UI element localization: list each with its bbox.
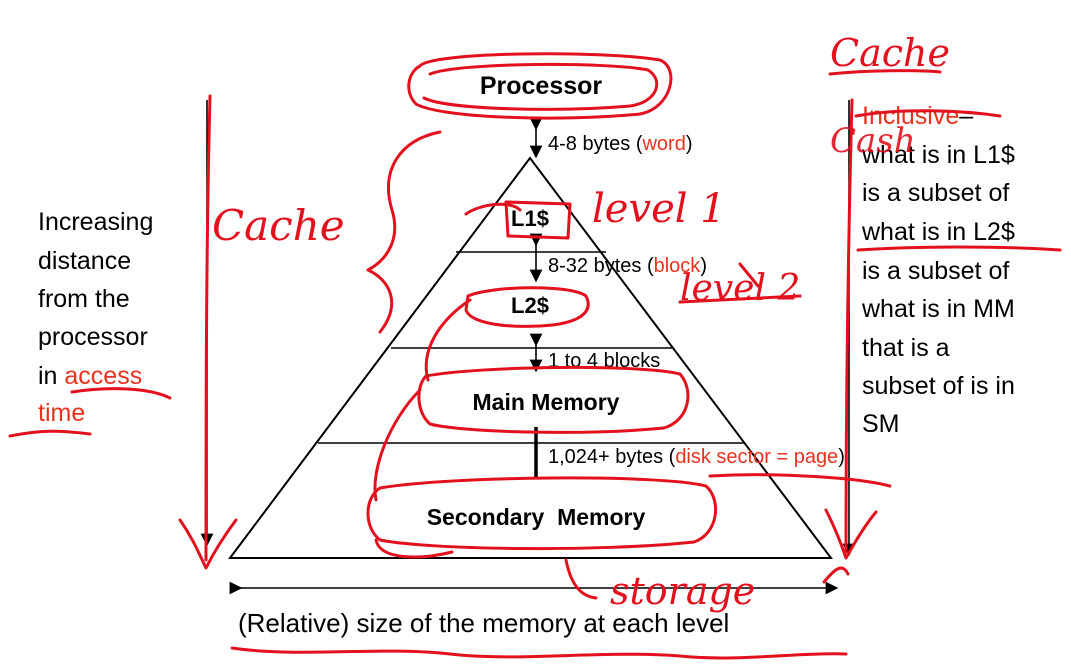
right-pen-arrowhead [824,508,878,560]
l1-stroke [464,202,522,216]
right-note: Inclusive– what is in L1$ is a subset of… [861,102,1015,438]
l2-circle [464,286,590,328]
right-note-line: what is in L1$ [861,141,1015,169]
right-note-line: what is in L2$ [861,218,1015,246]
left-note-line: distance [38,247,131,275]
left-note: Increasing distance from the processor i… [38,208,153,427]
secondary-memory-circle [366,476,717,551]
right-note-line: subset of is in [862,372,1015,400]
left-note-line: processor [38,323,148,351]
secondary-memory-label: Secondary Memory [427,504,646,530]
level1-handwriting: level 1 [592,186,726,232]
processor-label: Processor [480,72,603,100]
left-note-line: Increasing [38,208,153,236]
right-note-line: that is a [862,334,950,362]
right-note-line: what is in MM [861,295,1015,323]
cache-handwriting-left: Cache [212,201,345,250]
l2-cache-label: L2$ [511,293,549,318]
transfer-mm-sm: 1,024+ bytes (disk sector = page) [548,446,845,468]
l1-cache-label: L1$ [511,206,549,231]
left-pen-arrowhead [178,518,238,570]
processor-circle [422,62,659,111]
cache-brace [366,130,442,334]
connector-loop [374,538,454,559]
left-pen-arrow [204,94,212,562]
transfer-l1-l2: 8-32 bytes (block) [548,255,707,277]
storage-squiggle [822,566,850,584]
l2-subset-underline [856,245,1062,252]
l1-circle [504,200,572,240]
right-note-line: is a subset of [862,257,1009,285]
left-note-line: time [38,399,85,427]
bottom-underline [230,646,848,660]
left-note-line: from the [38,285,130,313]
right-pen-arrow [844,98,854,554]
transfer-proc-l1: 4-8 bytes (word) [548,133,693,155]
main-memory-circle [417,365,690,434]
pyramid-outline [228,156,834,559]
connector-loop [373,388,422,502]
left-note-line: in access [38,362,142,390]
right-note-line: SM [862,410,900,438]
cache-handwriting-top: Cache [830,31,950,75]
pen-annotations [8,52,1062,660]
time-underline [8,429,92,438]
disk-sector-underline [708,473,892,488]
access-underline [70,387,172,400]
storage-handwriting: storage [610,569,755,613]
main-memory-label: Main Memory [473,389,620,415]
right-note-title: Inclusive– [862,102,973,130]
level2-handwriting: level 2 [680,268,800,309]
right-note-line: is a subset of [862,179,1009,207]
pen-stroke [738,262,760,288]
bottom-size-label: (Relative) size of the memory at each le… [238,608,729,638]
connector-loop [424,298,472,382]
processor-circle [407,52,673,120]
storage-bracket [564,558,598,600]
cash-handwriting: Cash [830,121,916,161]
inclusive-underline [854,109,1002,118]
cache-underline [828,69,942,76]
level2-underline [678,294,802,304]
